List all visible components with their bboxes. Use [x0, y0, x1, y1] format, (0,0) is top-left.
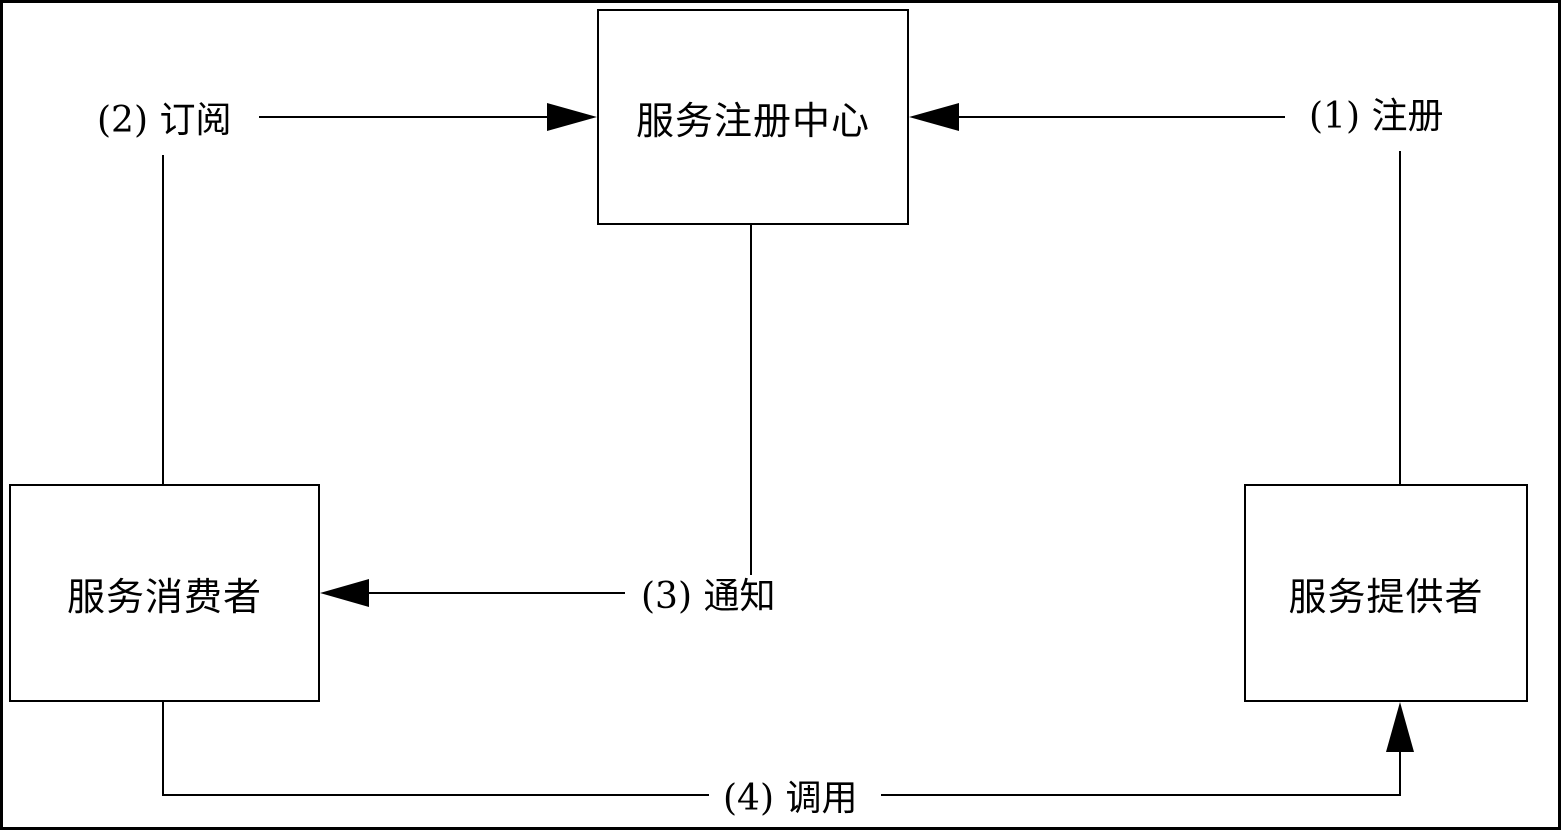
connector-layer: [162, 103, 1414, 796]
service-registry-node: 服务注册中心: [597, 9, 909, 225]
invoke-connector-left: [162, 702, 709, 796]
service-registry-label: 服务注册中心: [635, 98, 870, 143]
invoke-connector-right: [881, 751, 1401, 796]
service-consumer-node: 服务消费者: [9, 484, 320, 702]
notify-edge-label: (3) 通知: [635, 579, 782, 615]
register-edge-label: (1) 注册: [1303, 99, 1450, 135]
service-consumer-label: 服务消费者: [66, 574, 262, 619]
service-provider-label: 服务提供者: [1288, 574, 1484, 619]
notify-arrowhead: [320, 579, 369, 607]
invoke-edge-label: (4) 调用: [717, 781, 864, 817]
service-provider-node: 服务提供者: [1244, 484, 1528, 702]
subscribe-edge-label: (2) 订阅: [91, 103, 238, 139]
invoke-arrowhead: [1386, 702, 1414, 752]
register-arrowhead: [909, 103, 959, 131]
subscribe-arrowhead: [547, 103, 597, 131]
